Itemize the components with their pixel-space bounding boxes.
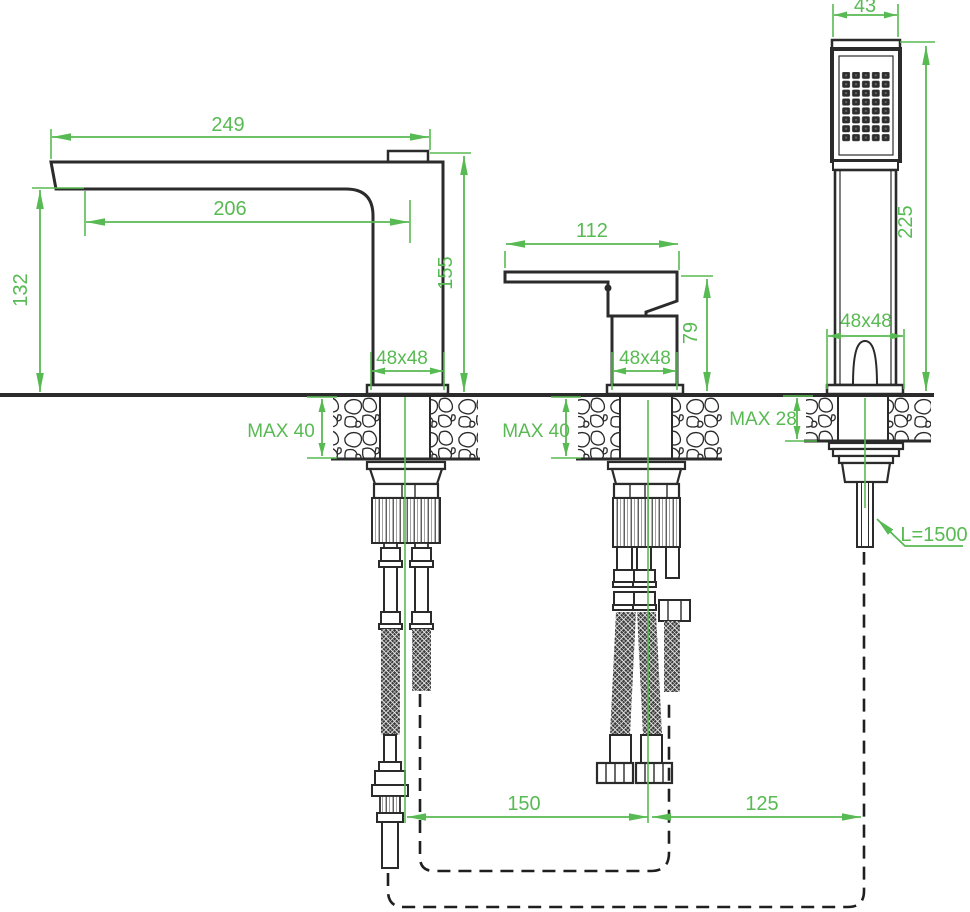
dim-spout-base: 48x48	[370, 348, 445, 390]
mixer-fixture	[503, 270, 685, 396]
mixer-braided-hose-1	[610, 612, 636, 735]
deck-hatch-left-a	[333, 397, 380, 459]
mixer-mounting-hardware	[595, 460, 691, 785]
dim-spout-deck-max: MAX 40	[247, 396, 337, 459]
hidden-hose-routing	[386, 552, 866, 909]
handshower-neck	[832, 160, 899, 171]
spout-supply-pipes	[378, 542, 434, 630]
dim-mixer-width-label: 112	[576, 220, 608, 242]
handshower-spray-face	[842, 72, 891, 142]
dim-spout-height-underside: 132	[10, 187, 84, 392]
deck-hatch-mid-a	[578, 397, 620, 459]
dim-spout-deck-max-label: MAX 40	[247, 421, 315, 442]
deck-hatch-left-b	[430, 397, 478, 459]
dim-mixer-height: 79	[680, 275, 713, 391]
spout-hose-tail-connector	[371, 734, 409, 869]
deck-hole-edges	[379, 396, 889, 459]
dim-mixer-base-label: 48x48	[619, 348, 671, 369]
dim-spout-height-underside-label: 132	[10, 273, 32, 306]
handshower-fixture	[825, 38, 905, 396]
dim-spout-base-label: 48x48	[376, 348, 428, 369]
deck-hatch-right-a	[806, 396, 838, 441]
dim-spout-width-label: 249	[211, 114, 244, 136]
spout-mounting-nut	[371, 497, 441, 544]
mixer-braided-hose-2	[637, 612, 662, 735]
dim-spout-height-total: 155	[430, 152, 471, 392]
dim-handshower-height: 225	[895, 41, 935, 391]
dim-mixer-width: 112	[504, 220, 680, 270]
mixer-braided-hose-3	[664, 621, 680, 692]
mixer-hose-end-nuts	[595, 734, 674, 785]
deck-hatch-mid-b	[672, 397, 722, 459]
spout-base-plate	[365, 383, 450, 396]
mixer-lever	[503, 270, 679, 318]
dim-handshower-base-label: 48x48	[840, 311, 892, 332]
handshower-mounting-nut	[840, 461, 892, 484]
spout-braided-hose-left	[381, 629, 400, 735]
dim-handshower-base: 48x48	[826, 311, 905, 389]
mixer-mounting-nut	[612, 497, 681, 548]
dim-handshower-deck-max: MAX 28	[729, 395, 817, 442]
mixer-base-plate	[605, 383, 685, 396]
handshower-holder-cone	[852, 339, 878, 386]
handshower-base-plate	[825, 383, 905, 396]
dim-handshower-head-width-label: 43	[854, 0, 876, 17]
dim-spacing-mixer-shower-label: 125	[745, 793, 778, 815]
spout-fixture	[49, 149, 450, 396]
handshower-mounting-hardware	[827, 441, 905, 548]
centerlines	[404, 397, 866, 823]
dim-spout-reach: 206	[84, 191, 411, 243]
dim-mixer-base: 48x48	[611, 348, 678, 390]
dim-mixer-deck-max: MAX 40	[502, 396, 581, 459]
dim-spout-height-total-label: 155	[435, 256, 457, 289]
deck-section	[0, 393, 934, 461]
dim-spacing-spout-mixer-label: 150	[507, 793, 540, 815]
mixer-supply-pipes	[612, 546, 691, 622]
dim-spacing-spout-mixer: 150	[407, 793, 648, 821]
hidden-hose-inner	[418, 694, 671, 873]
deck-hatch-right-b	[888, 396, 931, 441]
dim-mixer-height-label: 79	[680, 322, 702, 344]
dim-spout-width: 249	[50, 114, 431, 159]
dim-handshower-deck-max-label: MAX 28	[729, 409, 797, 430]
spout-braided-hose-right	[412, 629, 431, 691]
spout-mounting-hardware	[365, 460, 447, 869]
hidden-hose-outer	[386, 552, 866, 909]
dim-handshower-hose-length-label: L=1500	[900, 524, 967, 546]
dim-handshower-height-label: 225	[895, 205, 917, 238]
dim-handshower-head-width: 43	[832, 0, 899, 37]
dim-spacing-mixer-shower: 125	[652, 793, 861, 821]
dim-handshower-hose-length: L=1500	[876, 518, 968, 547]
mixer-pivot-dot	[604, 284, 612, 292]
dim-spout-reach-label: 206	[213, 198, 246, 220]
dim-mixer-deck-max-label: MAX 40	[502, 421, 570, 442]
